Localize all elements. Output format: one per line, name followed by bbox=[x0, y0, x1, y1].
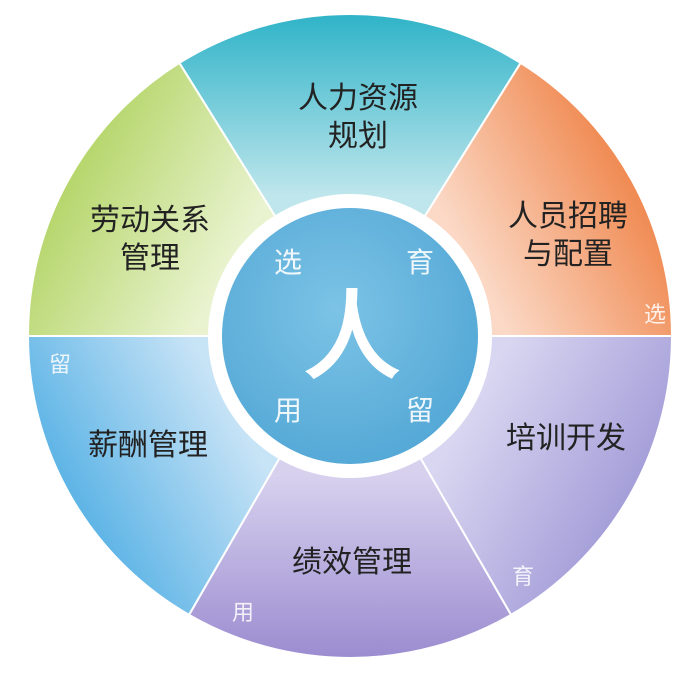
segment-label-hr-planning-line2: 规划 bbox=[328, 119, 388, 154]
segment-label-labor-line2: 管理 bbox=[120, 241, 180, 276]
segment-label-training: 培训开发 bbox=[506, 421, 626, 456]
edge-label-retain: 留 bbox=[49, 353, 71, 378]
segments-group bbox=[26, 13, 674, 659]
inner-label-retain: 留 bbox=[406, 394, 434, 427]
segment-label-recruit-line1: 人员招聘 bbox=[508, 199, 628, 234]
edge-label-select: 选 bbox=[644, 303, 666, 328]
edge-label-use: 用 bbox=[232, 601, 254, 626]
inner-circle bbox=[222, 208, 478, 464]
segment-label-recruit-line2: 与配置 bbox=[523, 237, 613, 272]
inner-label-select: 选 bbox=[274, 246, 302, 279]
inner-labels: 选 育 用 留 bbox=[274, 246, 434, 427]
segment-label-labor-line1: 劳动关系 bbox=[90, 203, 210, 238]
segment-label-hr-planning-line1: 人力资源 bbox=[298, 81, 418, 116]
edge-label-develop: 育 bbox=[512, 565, 534, 590]
inner-label-develop: 育 bbox=[406, 246, 434, 279]
segment-label-performance: 绩效管理 bbox=[292, 545, 412, 580]
center-label: 人 bbox=[304, 280, 400, 393]
segment-labels: 人力资源 规划 人员招聘 与配置 培训开发 绩效管理 薪酬管理 劳动关系 管理 bbox=[88, 81, 628, 580]
inner-label-use: 用 bbox=[274, 394, 302, 427]
edge-labels: 选 育 用 留 bbox=[49, 303, 666, 626]
segment-label-salary: 薪酬管理 bbox=[88, 428, 208, 463]
